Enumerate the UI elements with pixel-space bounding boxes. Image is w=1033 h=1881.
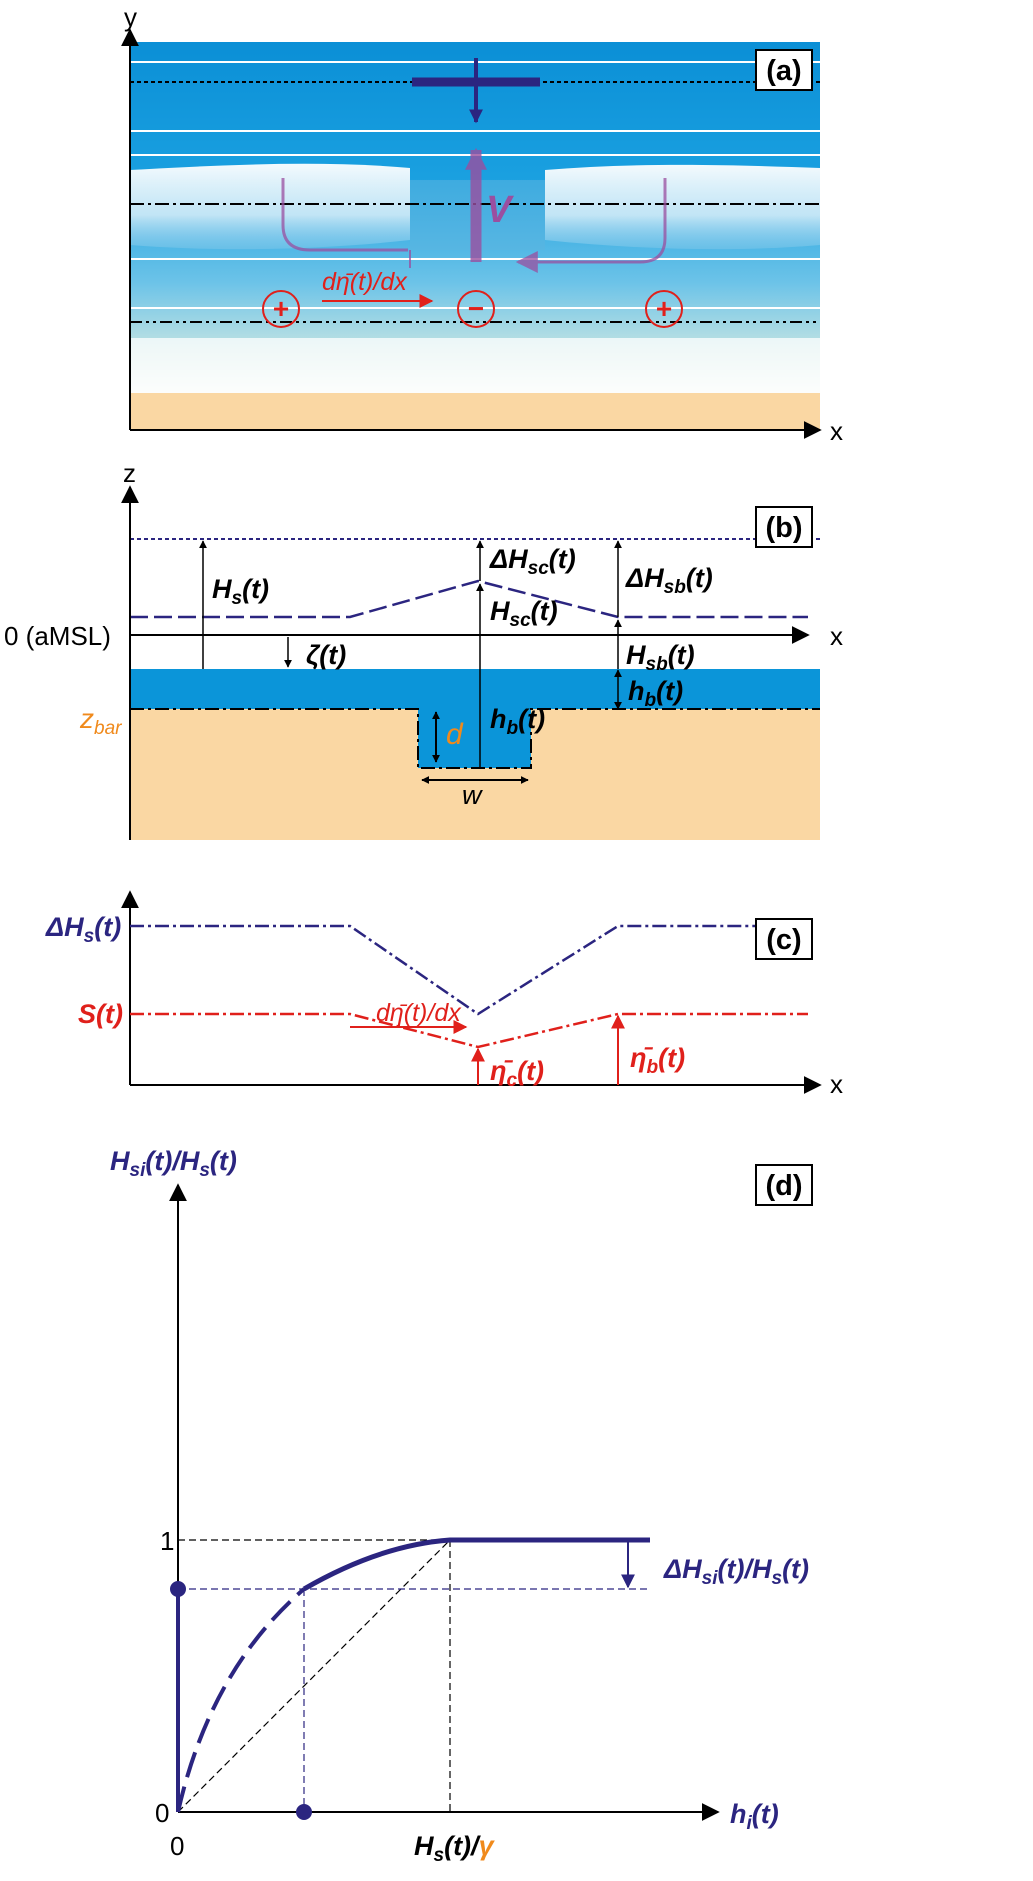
swash-foam	[130, 338, 820, 393]
water-over-bar	[130, 669, 820, 709]
panel-a-x-label: x	[830, 416, 843, 446]
ratio-marker	[170, 1581, 186, 1597]
depth-limited-line	[177, 1539, 451, 1813]
datum-label: 0 (aMSL)	[4, 621, 111, 651]
panel-c-label: (c)	[766, 924, 801, 956]
hsc-label: Hsc(t)	[490, 596, 558, 631]
breaking-zone-right	[545, 164, 820, 250]
panel-a: V + − + dη̄(t)/dx (a) y x	[121, 2, 843, 446]
setup-profile	[130, 1012, 808, 1049]
rip-velocity-label: V	[486, 189, 514, 231]
panel-b-label: (b)	[765, 512, 802, 544]
panel-a-label: (a)	[766, 55, 801, 87]
seabed-sand	[130, 709, 820, 840]
dhs-label: ΔHs(t)	[45, 912, 121, 947]
minus-sign-center	[457, 290, 495, 328]
channel-width-label: w	[462, 780, 483, 810]
wave-ratio-curve-dashed	[176, 1587, 306, 1813]
panel-b: z x 0 (aMSL) zbar Hs(t) ζ(t) ΔHsc(t) Hsc…	[4, 458, 843, 840]
zbar-label: zbar	[79, 703, 122, 739]
hb-center-label: hb(t)	[490, 704, 545, 739]
etab-label: η̄b(t)	[630, 1043, 685, 1078]
feeder-current-right	[515, 178, 667, 273]
panel-d-y-label: Hsi(t)/Hs(t)	[110, 1146, 237, 1181]
s-label: S(t)	[78, 999, 123, 1029]
plus-sign-left	[262, 290, 300, 328]
panel-a-y-label: y	[124, 2, 137, 32]
panel-a-label-box	[755, 49, 813, 91]
panel-b-z-label: z	[123, 458, 136, 488]
panel-c-label-box	[755, 918, 813, 960]
setup-gradient-label-c: dη̄(t)/dx	[376, 999, 462, 1027]
panel-b-label-box	[755, 506, 813, 548]
panel-d-label: (d)	[765, 1170, 802, 1202]
panel-b-x-label: x	[830, 621, 843, 651]
plus-sign-right	[645, 290, 683, 328]
beach-sand	[130, 393, 820, 430]
saturation-depth-label: Hs(t)/γ	[414, 1831, 496, 1866]
hb-bar-label: hb(t)	[628, 676, 683, 711]
plus-sign-left-text: +	[273, 293, 289, 324]
breaking-zone-left	[130, 163, 410, 250]
wave-height-profile	[130, 579, 808, 619]
panel-d: ΔHsi(t)/Hs(t) Hsi(t)/Hs(t) hi(t) 1 0 0 H…	[110, 1146, 813, 1866]
tick-one: 1	[160, 1526, 174, 1556]
panel-c: x ΔHs(t) S(t) dη̄(t)/dx η̄c(t) η̄b(t) (c…	[45, 890, 843, 1099]
setup-gradient-label-a: dη̄(t)/dx	[322, 268, 408, 296]
etac-label: η̄c(t)	[490, 1056, 544, 1091]
channel-depth-label: d	[446, 718, 464, 751]
ratio-decay-label: ΔHsi(t)/Hs(t)	[663, 1554, 809, 1589]
minus-sign-center-text: −	[468, 293, 484, 324]
zeta-label: ζ(t)	[306, 640, 346, 670]
tick-zero-x: 0	[170, 1831, 184, 1861]
dhsb-label: ΔHsb(t)	[625, 563, 713, 598]
panel-d-x-label: hi(t)	[730, 1799, 779, 1834]
panel-c-x-label: x	[830, 1069, 843, 1099]
hs-label: Hs(t)	[212, 574, 269, 609]
wave-ratio-curve-solid	[302, 1537, 650, 1592]
hsb-label: Hsb(t)	[626, 640, 695, 675]
dhsc-label: ΔHsc(t)	[489, 544, 576, 579]
tick-zero-y: 0	[155, 1798, 169, 1828]
panel-d-label-box	[755, 1164, 813, 1206]
depth-marker	[296, 1804, 312, 1820]
bar-profile-line	[130, 708, 820, 769]
feeder-current-left	[281, 178, 408, 252]
plus-sign-right-text: +	[656, 293, 672, 324]
wave-height-decay-profile	[130, 924, 808, 1016]
